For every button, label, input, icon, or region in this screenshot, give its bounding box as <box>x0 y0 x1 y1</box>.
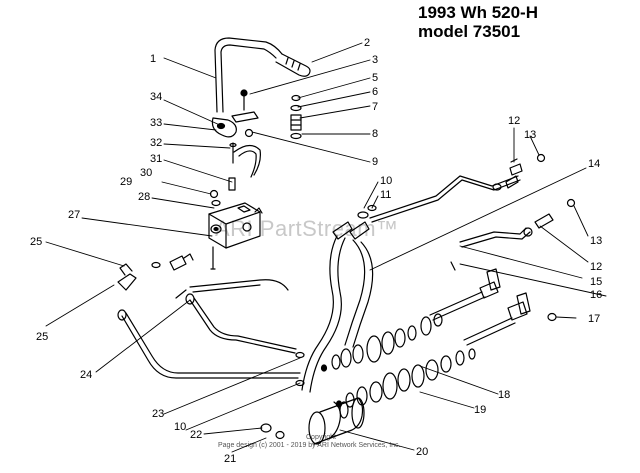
callout-23: 23 <box>152 408 164 420</box>
pivot-hardware <box>209 89 302 199</box>
callout-25-lower: 25 <box>36 331 48 343</box>
piston-rods <box>429 268 531 346</box>
callout-11: 11 <box>380 189 391 201</box>
hydraulic-fittings <box>117 253 195 321</box>
flexible-hoses <box>295 204 377 393</box>
callout-32: 32 <box>150 137 162 149</box>
callout-2: 2 <box>364 37 370 49</box>
callout-33: 33 <box>150 117 162 129</box>
steel-line <box>369 153 546 223</box>
callout-3: 3 <box>372 54 378 66</box>
callout-14: 14 <box>588 158 600 170</box>
callout-28: 28 <box>138 191 150 203</box>
callout-9: 9 <box>372 156 378 168</box>
callout-10-lower: 10 <box>174 421 186 433</box>
callout-8: 8 <box>372 128 378 140</box>
callout-18: 18 <box>498 389 510 401</box>
callout-29: 29 <box>120 176 132 188</box>
callout-13-upper: 13 <box>524 129 536 141</box>
leader-lines <box>45 42 607 453</box>
callout-22: 22 <box>190 429 202 441</box>
callout-25-upper: 25 <box>30 236 42 248</box>
callout-6: 6 <box>372 86 378 98</box>
callout-27: 27 <box>68 209 80 221</box>
callout-30: 30 <box>140 167 152 179</box>
callout-12-upper: 12 <box>508 115 520 127</box>
callout-13-lower: 13 <box>590 235 602 247</box>
lever-grip <box>275 53 311 77</box>
callout-34: 34 <box>150 91 162 103</box>
callout-19: 19 <box>474 404 486 416</box>
copyright-label: Copyright <box>306 434 336 441</box>
seal-kit-upper <box>320 313 443 372</box>
watermark: ARI PartStream™ <box>215 216 399 241</box>
return-tube <box>450 198 576 322</box>
copyright-notice: Page design (c) 2001 - 2019 by ARI Netwo… <box>218 442 401 449</box>
callout-15: 15 <box>590 276 602 288</box>
callout-24: 24 <box>80 369 92 381</box>
callout-7: 7 <box>372 101 378 113</box>
callout-20: 20 <box>416 446 428 458</box>
callout-labels: 1 2 3 5 6 7 8 9 10 11 12 13 14 34 33 32 … <box>30 37 602 465</box>
callout-31: 31 <box>150 153 162 165</box>
callout-21: 21 <box>224 453 236 465</box>
control-lever <box>214 37 283 113</box>
callout-5: 5 <box>372 72 378 84</box>
callout-12-lower: 12 <box>590 261 602 273</box>
callout-10-upper: 10 <box>380 175 392 187</box>
callout-16: 16 <box>590 289 602 301</box>
diagram-title-model-year: 1993 Wh 520-H <box>418 3 538 22</box>
control-valve-block <box>208 199 263 270</box>
callout-17: 17 <box>588 313 600 325</box>
hydraulic-tubes <box>121 279 301 379</box>
diagram-title-model-number: model 73501 <box>418 22 521 41</box>
seal-kit-lower <box>335 348 476 408</box>
cylinder-bottom-fittings <box>260 379 305 440</box>
callout-1: 1 <box>150 53 156 65</box>
